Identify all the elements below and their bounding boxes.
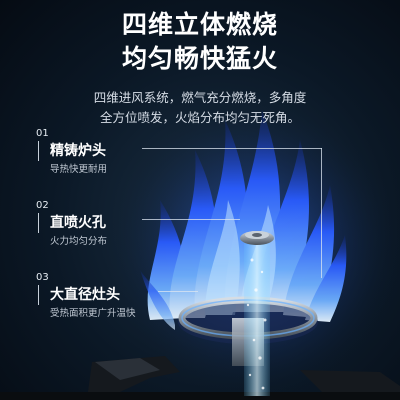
leader-line-2-horizontal <box>142 219 240 220</box>
leader-line-1-vertical <box>321 148 322 278</box>
feature-divider <box>38 141 39 161</box>
feature-description: 导热快更耐用 <box>50 164 108 175</box>
feature-number: 02 <box>36 200 49 211</box>
feature-description: 受热面积更广升温快 <box>50 308 136 319</box>
subline-line-2: 全方位喷发，火焰分布均匀无死角。 <box>99 110 300 125</box>
headline-line-1: 四维立体燃烧 <box>121 10 278 39</box>
headline-line-2: 均匀畅快猛火 <box>121 44 278 73</box>
feature-number: 03 <box>36 272 49 283</box>
cooktop-grate <box>0 356 400 400</box>
subline: 四维进风系统，燃气充分燃烧，多角度 全方位喷发，火焰分布均匀无死角。 <box>0 88 400 128</box>
feature-title: 直喷火孔 <box>50 215 106 231</box>
gas-injection-pillar <box>244 236 270 396</box>
feature-description: 火力均匀分布 <box>50 236 108 247</box>
leader-line-3-horizontal <box>158 291 198 292</box>
subline-line-1: 四维进风系统，燃气充分燃烧，多角度 <box>93 90 307 105</box>
feature-divider <box>38 213 39 233</box>
feature-number: 01 <box>36 128 49 139</box>
nozzle-head <box>240 231 274 245</box>
feature-divider <box>38 285 39 305</box>
feature-title: 精铸炉头 <box>50 143 106 159</box>
leader-line-1-horizontal <box>142 148 322 149</box>
feature-title: 大直径灶头 <box>50 287 120 303</box>
headline: 四维立体燃烧 均匀畅快猛火 <box>0 8 400 76</box>
